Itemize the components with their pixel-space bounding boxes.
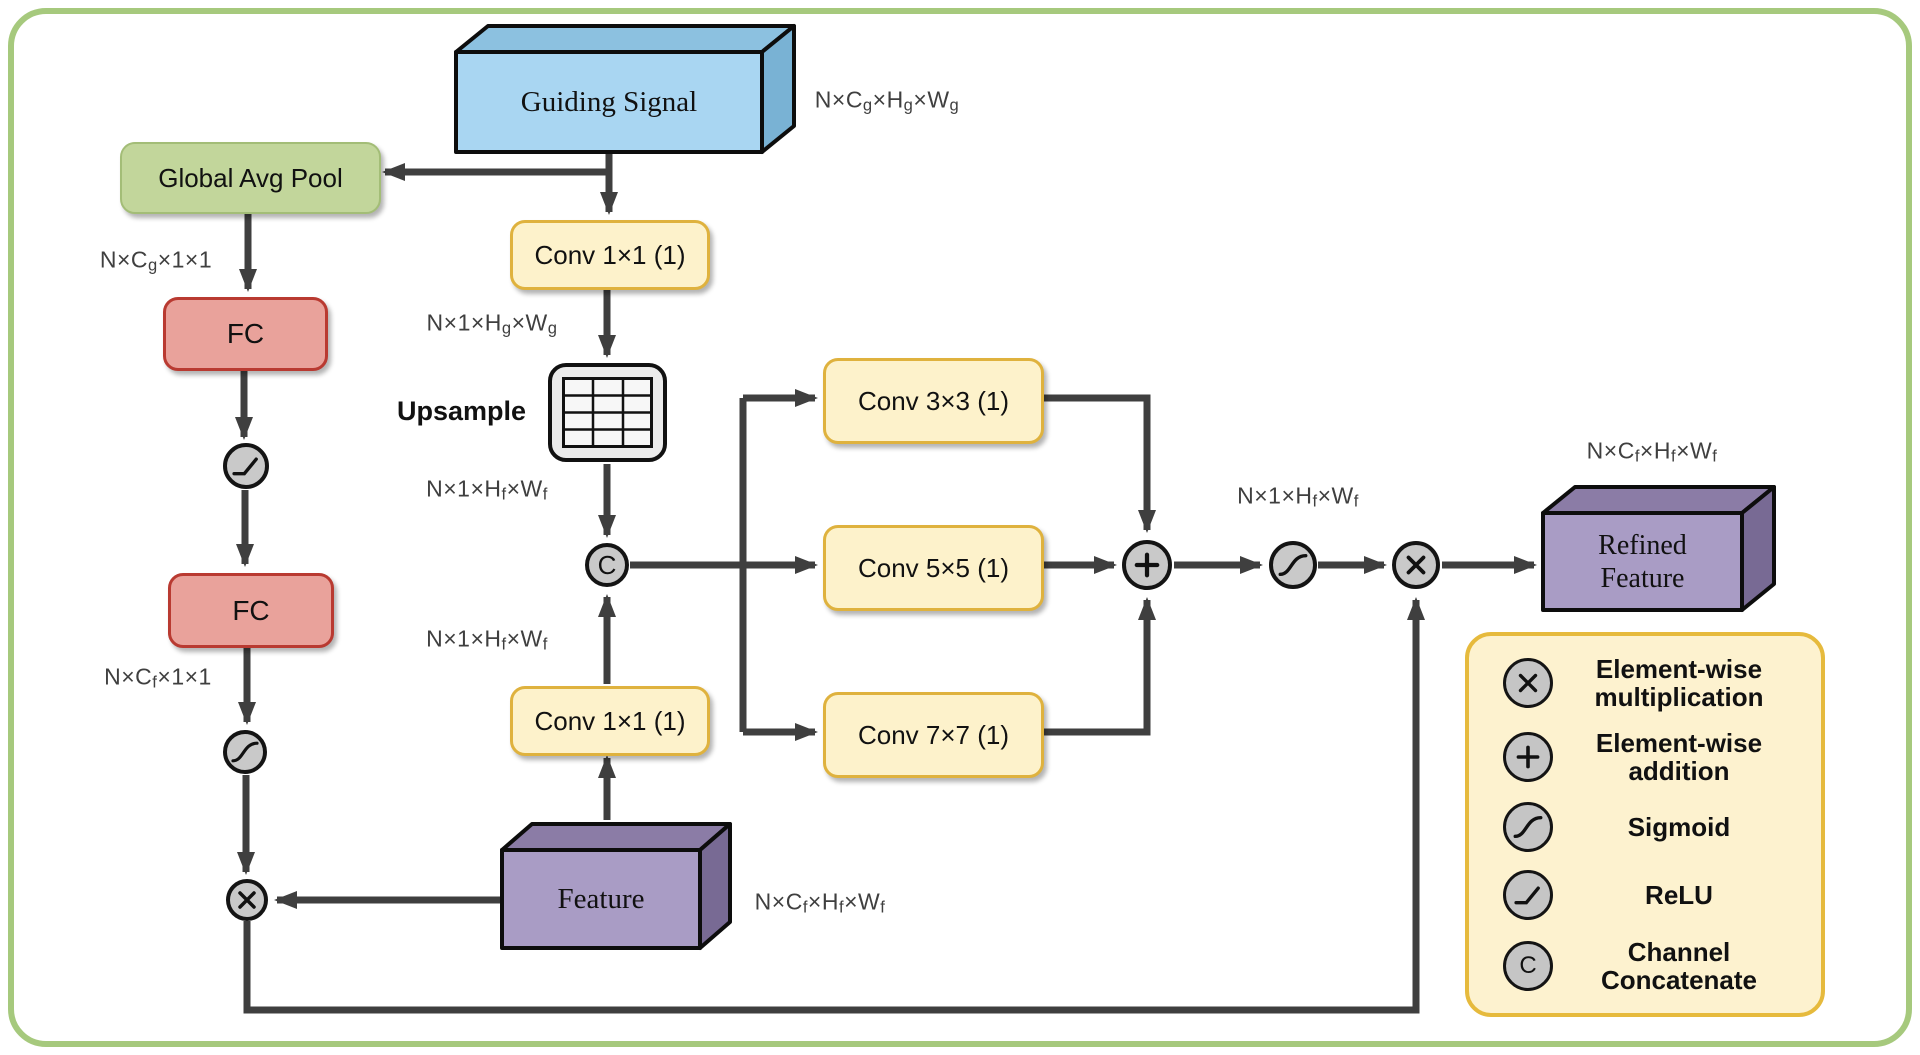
dim-conv-top-output: N×1×Hg×Wg <box>426 309 558 338</box>
feature-label: Feature <box>502 850 700 948</box>
legend-row-relu: ReLU <box>1469 870 1821 921</box>
conv5x5-label: Conv 5×5 (1) <box>857 552 1010 583</box>
sigmoid-left-icon <box>223 730 267 774</box>
upsample-grid-icon <box>548 363 667 462</box>
conv1x1-bottom-box: Conv 1×1 (1) <box>510 686 710 756</box>
conv5x5-box: Conv 5×5 (1) <box>823 525 1044 611</box>
concat-glyph: C <box>597 549 617 580</box>
legend-box: Element-wise multiplication Element-wise… <box>1465 632 1825 1017</box>
conv7x7-box: Conv 7×7 (1) <box>823 692 1044 778</box>
fc-bottom-box: FC <box>168 573 334 648</box>
upsample-text: Upsample <box>396 396 526 426</box>
legend-label-relu: ReLU <box>1645 880 1713 911</box>
refined-feature-text-line2: Feature <box>1600 562 1685 594</box>
add-icon <box>1122 540 1172 590</box>
dim-fc2-output: N×Cf×1×1 <box>104 663 212 692</box>
legend-row-multiply: Element-wise multiplication <box>1469 655 1821 711</box>
guiding-signal-label: Guiding Signal <box>456 52 762 152</box>
feature-slab <box>500 822 732 950</box>
global-avg-pool-label: Global Avg Pool <box>158 162 343 193</box>
fc-top-box: FC <box>163 297 328 371</box>
concat-icon: C <box>585 543 629 587</box>
conv1x1-bottom-label: Conv 1×1 (1) <box>534 705 686 736</box>
conv3x3-label: Conv 3×3 (1) <box>857 385 1010 416</box>
dim-attention-map: N×1×Hf×Wf <box>1237 482 1359 511</box>
outer-border <box>8 8 1912 1047</box>
legend-row-add: Element-wise addition <box>1469 729 1821 785</box>
fc-top-label: FC <box>226 318 265 349</box>
multiply-icon <box>1503 657 1553 708</box>
conv3x3-box: Conv 3×3 (1) <box>823 358 1044 444</box>
multiply-bottom-left-icon <box>226 879 268 921</box>
guiding-signal-text: Guiding Signal <box>520 86 698 118</box>
dim-feature: N×Cf×Hf×Wf <box>754 888 886 917</box>
guiding-signal-slab <box>454 24 796 154</box>
upsample-label: Upsample <box>340 396 526 427</box>
dim-conv-bottom-output: N×1×Hf×Wf <box>426 625 548 654</box>
add-icon <box>1503 731 1553 782</box>
relu-icon <box>1503 870 1553 921</box>
dim-refined-feature: N×Cf×Hf×Wf <box>1586 437 1718 466</box>
refined-feature-label: Refined Feature <box>1543 513 1742 610</box>
legend-label-multiply: Element-wise multiplication <box>1594 653 1764 712</box>
refined-feature-text-line1: Refined <box>1598 529 1687 561</box>
concat-icon: C <box>1503 941 1553 992</box>
conv1x1-top-label: Conv 1×1 (1) <box>534 239 686 270</box>
legend-label-add: Element-wise addition <box>1595 727 1763 786</box>
dim-guiding-signal: N×Cg×Hg×Wg <box>814 86 960 115</box>
conv7x7-label: Conv 7×7 (1) <box>857 719 1010 750</box>
legend-label-sigmoid: Sigmoid <box>1627 812 1731 843</box>
sigmoid-icon <box>1503 802 1553 853</box>
legend-concat-glyph: C <box>1519 952 1537 980</box>
fc-bottom-label: FC <box>232 594 270 626</box>
dim-upsample-output: N×1×Hf×Wf <box>426 475 548 504</box>
dim-gap-output: N×Cg×1×1 <box>99 246 213 275</box>
global-avg-pool-box: Global Avg Pool <box>120 142 381 214</box>
legend-row-sigmoid: Sigmoid <box>1469 802 1821 853</box>
feature-text: Feature <box>557 883 645 915</box>
multiply-right-icon <box>1392 541 1440 589</box>
refined-feature-slab <box>1541 485 1776 612</box>
legend-row-concat: C Channel Concatenate <box>1469 938 1821 994</box>
relu-icon <box>223 443 269 489</box>
sigmoid-right-icon <box>1269 541 1317 589</box>
conv1x1-top-box: Conv 1×1 (1) <box>510 220 710 290</box>
legend-label-concat: Channel Concatenate <box>1600 937 1758 996</box>
